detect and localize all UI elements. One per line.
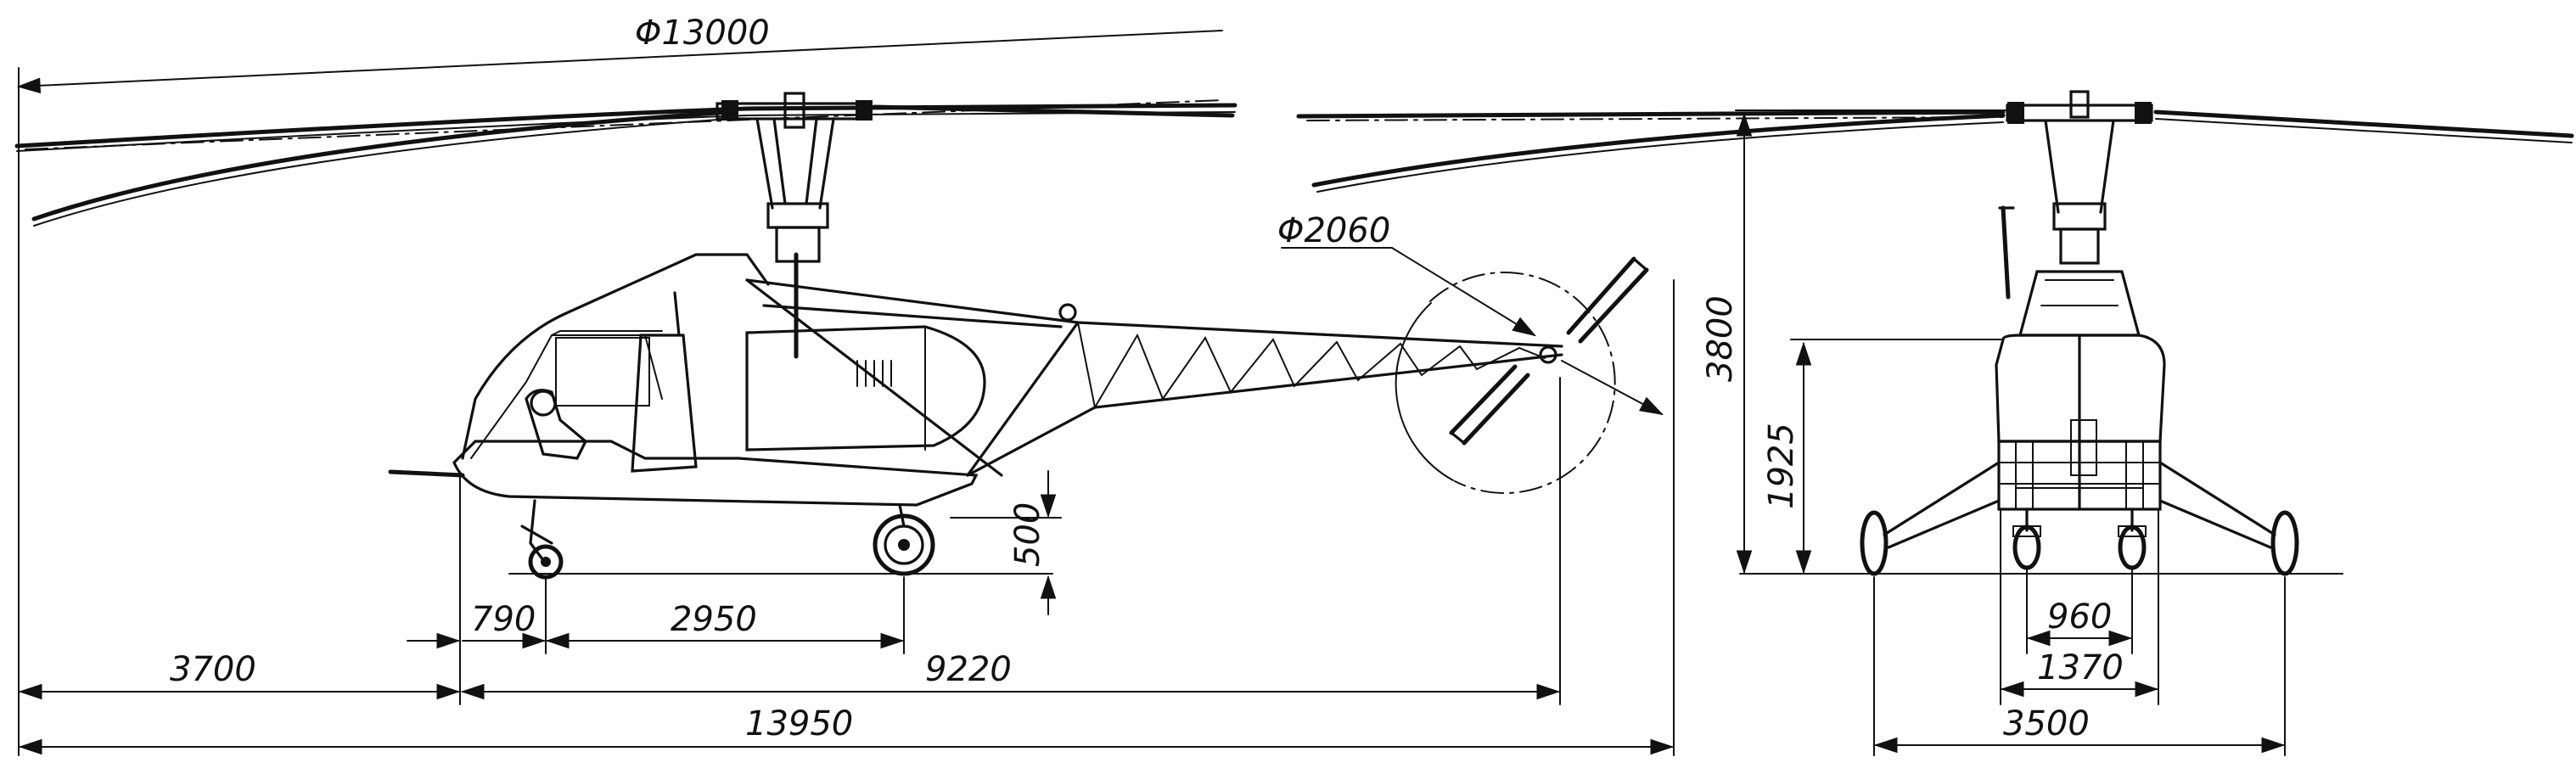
front-view: 3800 1925 960 1370 3500 bbox=[1296, 90, 2574, 756]
dim-tail-rotor-diameter: Φ2060 bbox=[1277, 211, 1390, 250]
fuselage-front bbox=[1995, 270, 2166, 511]
dim-mid-track: 1370 bbox=[2037, 648, 2124, 687]
dim-wheel-height: 500 bbox=[1008, 502, 1047, 567]
side-view: Φ13000 Φ2060 500 790 2950 3700 9220 1395… bbox=[14, 14, 1675, 756]
landing-gear-side bbox=[520, 499, 935, 580]
fuselage-side bbox=[388, 253, 986, 507]
dim-front-overhang: 790 bbox=[471, 600, 536, 639]
main-rotor-side bbox=[14, 99, 1237, 227]
dim-outer-track: 3500 bbox=[2003, 704, 2090, 743]
dim-inner-track: 960 bbox=[2047, 597, 2112, 637]
rotor-mast-front bbox=[1998, 119, 2115, 300]
dim-hub-height: 1925 bbox=[1762, 423, 1801, 509]
side-dimension-lines bbox=[16, 30, 1675, 756]
dim-rotor-to-tail: 9220 bbox=[925, 650, 1012, 689]
tail-boom-side bbox=[745, 278, 1563, 477]
front-dimension-lines bbox=[1735, 109, 2343, 756]
dim-wheelbase: 2950 bbox=[671, 600, 757, 639]
dim-nose-to-rotor: 3700 bbox=[170, 650, 256, 689]
main-rotor-front bbox=[1296, 90, 2574, 193]
dim-overall-length: 13950 bbox=[745, 704, 853, 743]
tail-rotor-side bbox=[1395, 256, 1649, 494]
rotor-mast-side bbox=[755, 92, 835, 359]
dim-rotor-diameter: Φ13000 bbox=[635, 14, 770, 53]
dim-overall-height: 3800 bbox=[1701, 295, 1740, 382]
